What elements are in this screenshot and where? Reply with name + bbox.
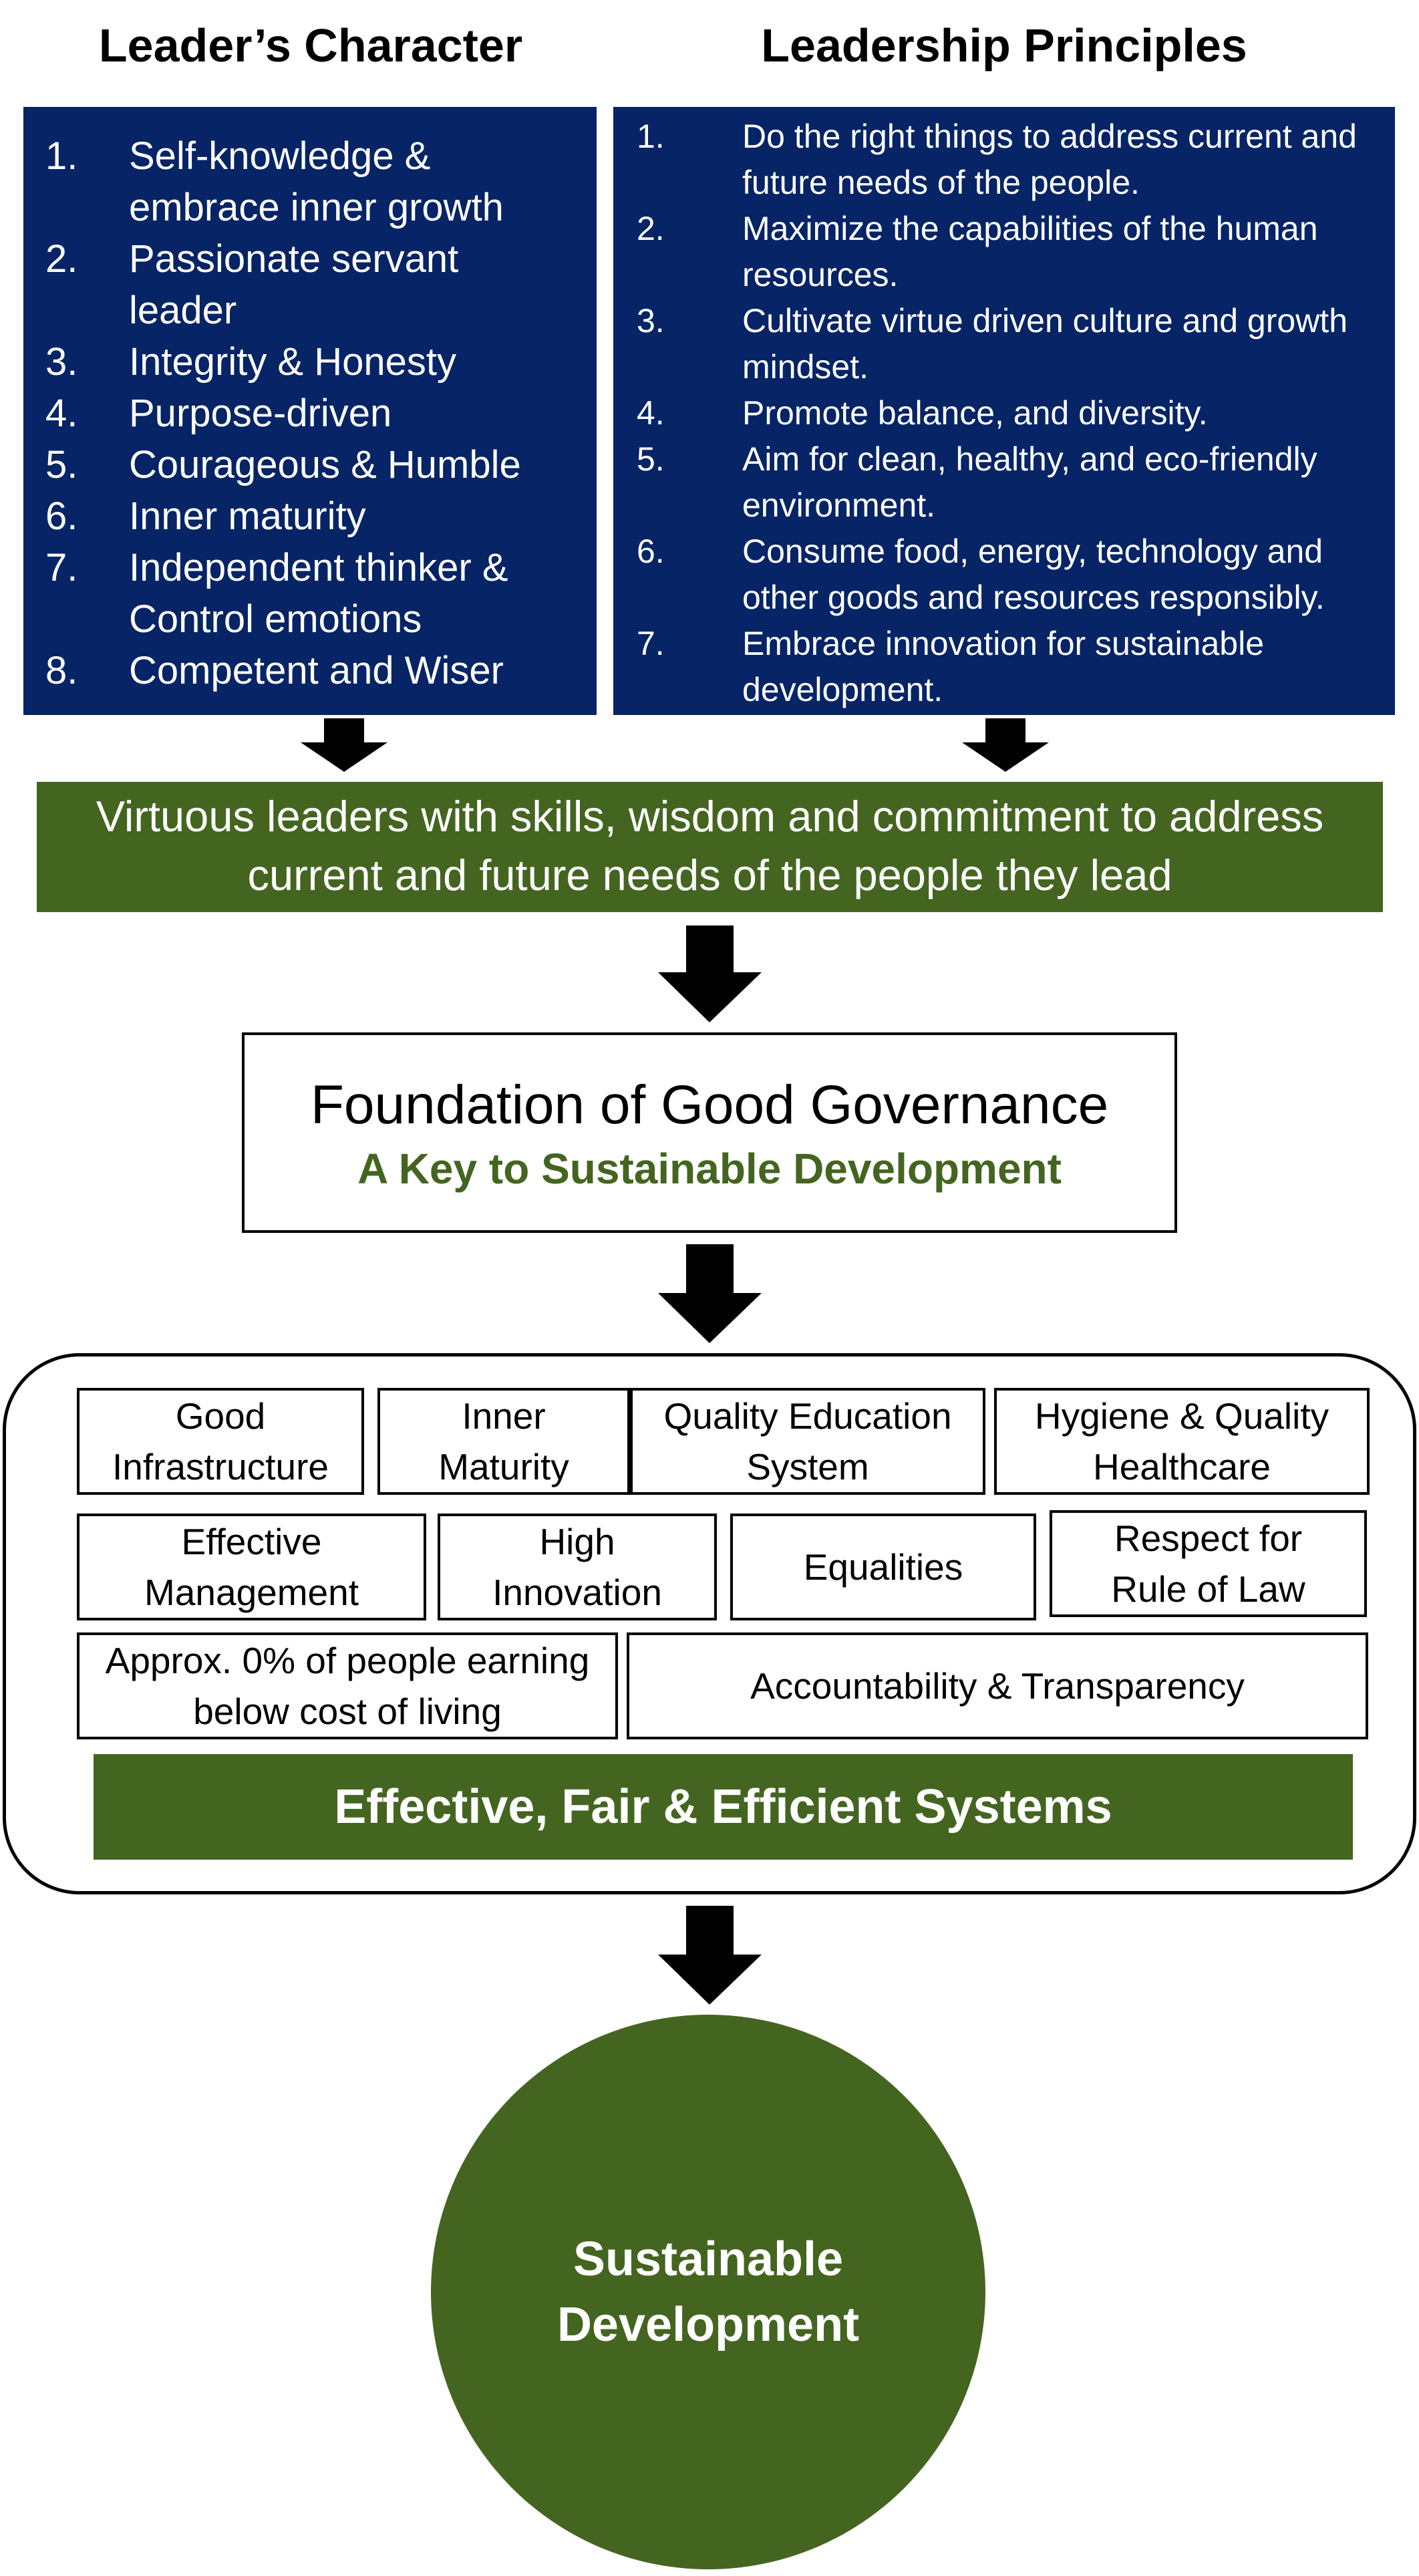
list-item-number: 3. xyxy=(637,302,665,339)
list-item: 6. Inner maturity xyxy=(45,490,577,542)
accountability-cell: Accountability & Transparency xyxy=(627,1632,1368,1739)
list-item-text: Do the right things to address current a… xyxy=(742,118,1357,201)
effective-management-cell: Effective Management xyxy=(77,1514,426,1620)
high-innovation-cell: High Innovation xyxy=(438,1514,717,1620)
list-item-text: Purpose-driven xyxy=(129,392,392,435)
arrow-down-icon xyxy=(301,718,387,772)
leadership-principles-box: 1. Do the right things to address current… xyxy=(613,107,1395,715)
virtuous-leaders-line-1: Virtuous leaders with skills, wisdom and… xyxy=(96,792,1324,841)
hygiene-healthcare-cell: Hygiene & Quality Healthcare xyxy=(994,1388,1370,1495)
list-item: 5. Aim for clean, healthy, and eco-friend… xyxy=(637,436,1382,529)
outcome-line-2: Development xyxy=(557,2298,860,2351)
list-item: 3. Cultivate virtue driven culture and gr… xyxy=(637,298,1382,390)
systems-banner: Effective, Fair & Efficient Systems xyxy=(94,1754,1353,1860)
list-item-text: Embrace innovation for sustainable devel… xyxy=(742,625,1265,708)
outcome-line-1: Sustainable xyxy=(573,2233,844,2286)
quality-education-cell: Quality Education System xyxy=(630,1388,985,1495)
list-item-text: Integrity & Honesty xyxy=(129,340,456,384)
list-item: 3. Integrity & Honesty xyxy=(45,336,577,388)
list-item-text: Promote balance, and diversity. xyxy=(742,394,1208,432)
list-item-text: Cultivate virtue driven culture and grow… xyxy=(742,302,1348,386)
list-item-number: 6. xyxy=(637,533,665,570)
list-item: 7. Independent thinker & Control emotions xyxy=(45,542,577,645)
arrow-down-icon xyxy=(658,1906,762,2005)
list-item: 8. Competent and Wiser xyxy=(45,645,577,696)
list-item: 4. Purpose-driven xyxy=(45,388,577,439)
list-item-number: 1. xyxy=(45,134,78,178)
list-item-number: 7. xyxy=(637,625,665,662)
list-item-text: Self-knowledge & embrace inner growth xyxy=(129,134,504,229)
list-item-number: 3. xyxy=(45,340,78,384)
list-item-text: Aim for clean, healthy, and eco-friendly… xyxy=(742,440,1317,524)
list-item-number: 5. xyxy=(45,443,78,486)
systems-container xyxy=(3,1353,1416,1894)
list-item: 4. Promote balance, and diversity. xyxy=(637,390,1382,436)
equalities-cell: Equalities xyxy=(730,1514,1036,1620)
inner-maturity-cell: Inner Maturity xyxy=(377,1388,630,1495)
list-item-number: 5. xyxy=(637,440,665,478)
list-item-number: 2. xyxy=(637,210,665,247)
virtuous-leaders-line-2: current and future needs of the people t… xyxy=(247,851,1172,899)
list-item-text: Maximize the capabilities of the human r… xyxy=(742,210,1318,293)
arrow-down-icon xyxy=(658,925,762,1022)
rule-of-law-cell: Respect for Rule of Law xyxy=(1050,1510,1367,1617)
foundation-subtitle: A Key to Sustainable Development xyxy=(357,1145,1062,1193)
leaders-character-heading: Leader’s Character xyxy=(98,19,523,71)
list-item-number: 8. xyxy=(45,649,78,692)
list-item: 2. Passionate servant leader xyxy=(45,233,577,336)
list-item-text: Courageous & Humble xyxy=(129,443,521,486)
list-item: 2. Maximize the capabilities of the human… xyxy=(637,206,1382,298)
list-item: 7. Embrace innovation for sustainable dev… xyxy=(637,621,1382,713)
good-infrastructure-cell: Good Infrastructure xyxy=(77,1388,364,1495)
list-item: 5. Courageous & Humble xyxy=(45,439,577,490)
leadership-principles-list: 1. Do the right things to address current… xyxy=(637,114,1382,713)
leadership-principles-heading: Leadership Principles xyxy=(761,19,1247,71)
foundation-box: Foundation of Good Governance A Key to S… xyxy=(242,1032,1177,1233)
virtuous-leaders-banner: Virtuous leaders with skills, wisdom and… xyxy=(37,782,1383,912)
list-item-text: Consume food, energy, technology and oth… xyxy=(742,533,1325,616)
list-item-text: Competent and Wiser xyxy=(129,649,504,692)
list-item-text: Inner maturity xyxy=(129,494,366,538)
list-item-number: 4. xyxy=(637,394,665,432)
list-item: 1. Do the right things to address current… xyxy=(637,114,1382,206)
cost-of-living-cell: Approx. 0% of people earning below cost … xyxy=(77,1632,618,1739)
list-item: 1. Self-knowledge & embrace inner growth xyxy=(45,130,577,233)
list-item-number: 6. xyxy=(45,494,78,538)
list-item-text: Passionate servant leader xyxy=(129,237,459,332)
list-item: 6. Consume food, energy, technology and o… xyxy=(637,529,1382,621)
list-item-number: 1. xyxy=(637,118,665,155)
list-item-number: 2. xyxy=(45,237,78,281)
list-item-text: Independent thinker & Control emotions xyxy=(129,546,508,641)
arrow-down-icon xyxy=(962,718,1049,772)
arrow-down-icon xyxy=(658,1244,762,1343)
list-item-number: 7. xyxy=(45,546,78,589)
foundation-title: Foundation of Good Governance xyxy=(310,1075,1109,1135)
list-item-number: 4. xyxy=(45,392,78,435)
sustainable-development-circle: Sustainable Development xyxy=(431,2015,985,2569)
